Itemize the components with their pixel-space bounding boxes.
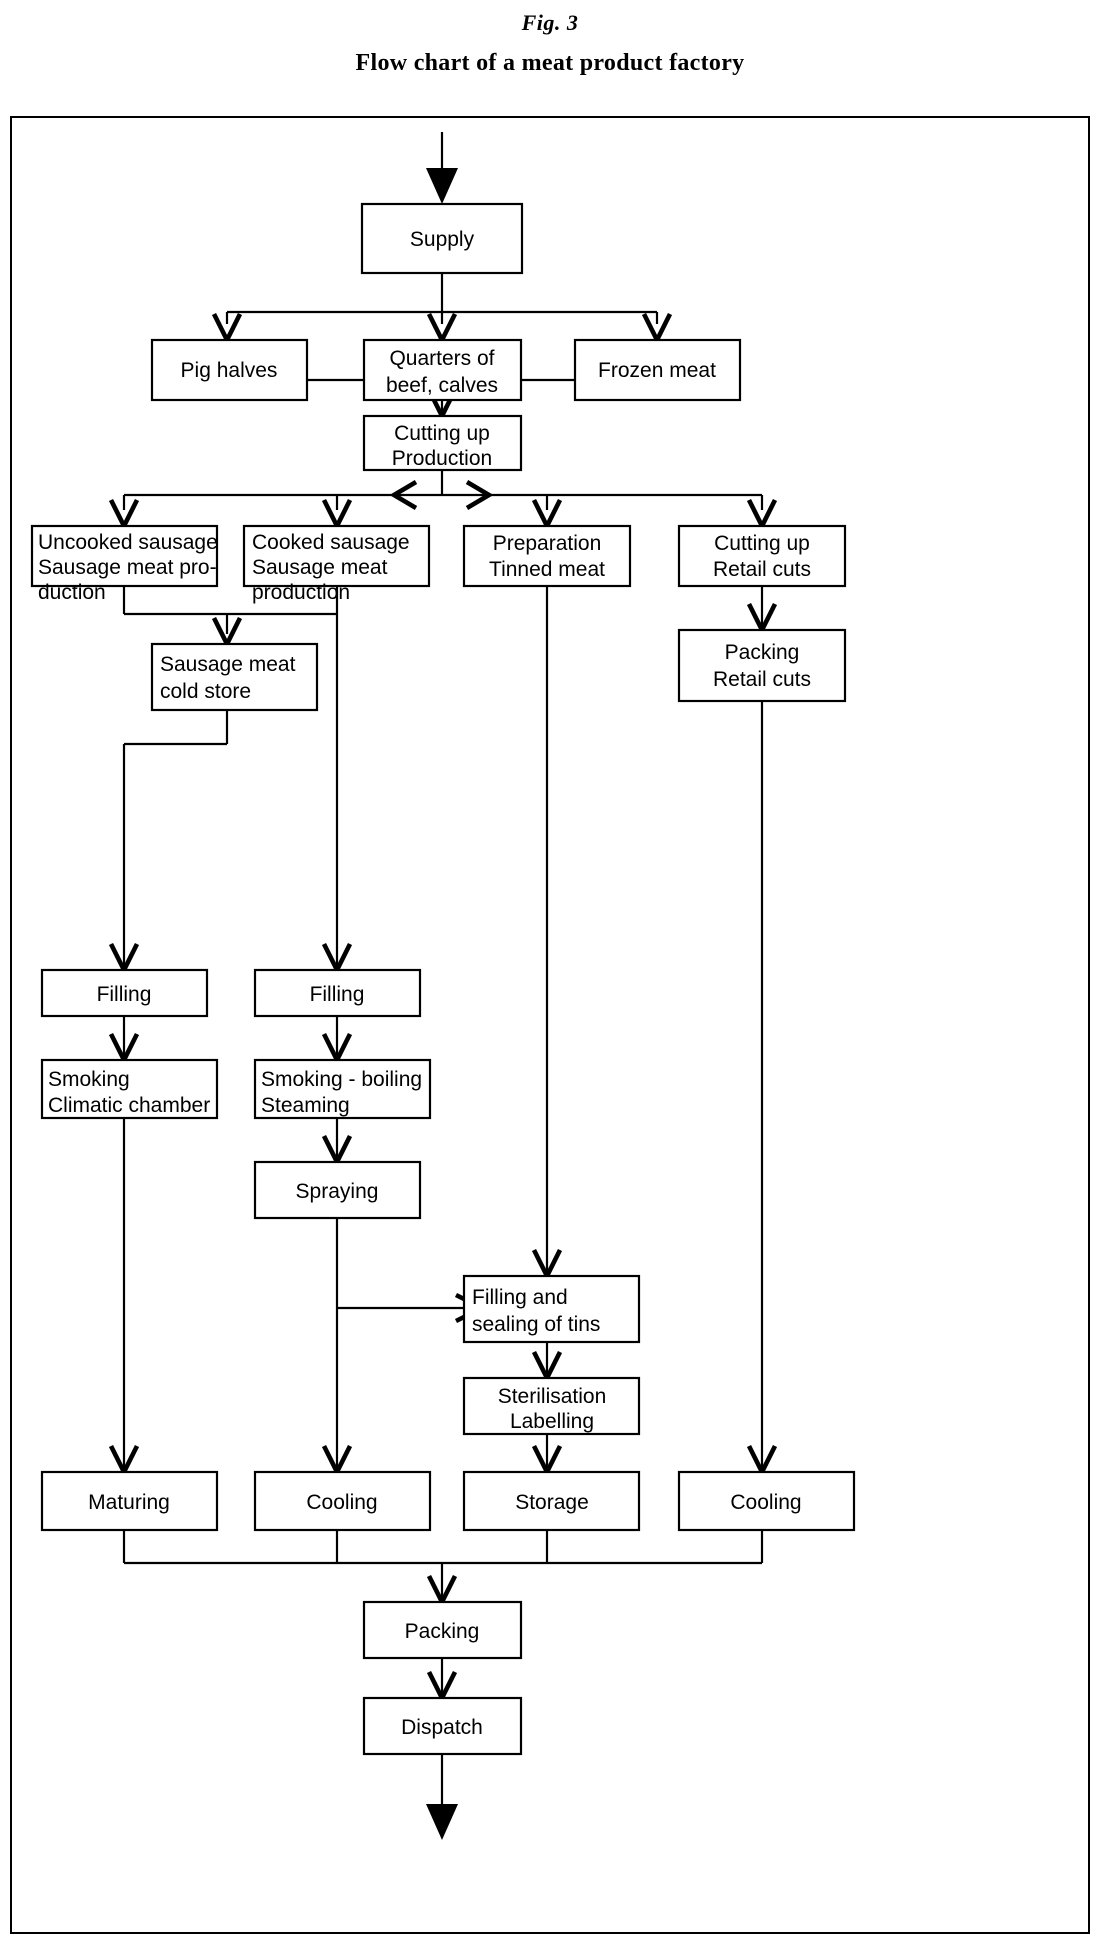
node-pig-halves-line-0: Pig halves xyxy=(181,359,278,382)
node-cooked-sausage-line-1: Sausage meat xyxy=(252,556,388,579)
flowchart-frame: Supply Pig halves Quarters of beef, calv… xyxy=(10,116,1090,1934)
node-smoking-boiling-steaming-line-1: Steaming xyxy=(261,1094,350,1117)
node-cooling-left[interactable]: Cooling xyxy=(253,1470,432,1532)
node-cooked-sausage-line-0: Cooked sausage xyxy=(252,531,410,554)
node-sterilisation-labelling[interactable]: Sterilisation Labelling xyxy=(462,1376,641,1436)
arrowhead-split-right xyxy=(465,480,494,510)
node-packing-retail-cuts[interactable]: Packing Retail cuts xyxy=(677,628,847,703)
node-smoking-climatic-chamber-line-1: Climatic chamber xyxy=(48,1094,210,1117)
node-frozen-meat[interactable]: Frozen meat xyxy=(573,338,742,402)
node-filling-left[interactable]: Filling xyxy=(40,968,209,1018)
node-maturing-line-0: Maturing xyxy=(88,1491,170,1514)
node-cutting-up-retail-cuts-line-0: Cutting up xyxy=(714,532,810,555)
node-uncooked-sausage-line-1: Sausage meat pro- xyxy=(38,556,217,579)
arrowhead-output xyxy=(426,1804,458,1840)
node-maturing[interactable]: Maturing xyxy=(40,1470,219,1532)
arrowhead-split-left xyxy=(389,480,418,510)
arrowhead-input xyxy=(426,168,458,204)
node-cooling-left-line-0: Cooling xyxy=(306,1491,377,1514)
node-smoking-climatic-chamber-line-0: Smoking xyxy=(48,1068,130,1091)
node-cooling-right-line-0: Cooling xyxy=(730,1491,801,1514)
node-cooked-sausage-line-2: production xyxy=(252,581,350,604)
node-spraying-line-0: Spraying xyxy=(296,1180,379,1203)
node-sausage-meat-cold-store-line-1: cold store xyxy=(160,680,251,703)
node-uncooked-sausage[interactable]: Uncooked sausage Sausage meat pro- ducti… xyxy=(30,524,219,604)
node-uncooked-sausage-line-0: Uncooked sausage xyxy=(38,531,218,554)
node-spraying[interactable]: Spraying xyxy=(253,1160,422,1220)
node-dispatch-line-0: Dispatch xyxy=(401,1716,483,1739)
node-packing-line-0: Packing xyxy=(405,1620,480,1643)
node-quarters-beef[interactable]: Quarters of beef, calves xyxy=(362,338,523,402)
node-quarters-beef-line-1: beef, calves xyxy=(386,374,498,397)
node-cutting-up-production-line-0: Cutting up xyxy=(394,422,490,445)
flowchart-svg: Supply Pig halves Quarters of beef, calv… xyxy=(30,132,856,1840)
node-storage[interactable]: Storage xyxy=(462,1470,641,1532)
node-sausage-meat-cold-store[interactable]: Sausage meat cold store xyxy=(150,642,319,712)
node-smoking-climatic-chamber[interactable]: Smoking Climatic chamber xyxy=(40,1058,219,1120)
node-cutting-up-production-line-1: Production xyxy=(392,447,492,470)
node-filling-sealing-tins[interactable]: Filling and sealing of tins xyxy=(462,1274,641,1344)
node-pig-halves[interactable]: Pig halves xyxy=(150,338,309,402)
node-packing-retail-cuts-line-1: Retail cuts xyxy=(713,668,811,691)
node-cooling-right[interactable]: Cooling xyxy=(677,1470,856,1532)
node-packing-retail-cuts-line-0: Packing xyxy=(725,641,800,664)
node-filling-sealing-tins-line-1: sealing of tins xyxy=(472,1313,600,1336)
figure-label: Fig. 3 xyxy=(521,10,579,35)
node-preparation-tinned-meat[interactable]: Preparation Tinned meat xyxy=(462,524,632,588)
node-storage-line-0: Storage xyxy=(515,1491,589,1514)
node-sterilisation-labelling-line-0: Sterilisation xyxy=(498,1385,607,1408)
node-filling-mid-line-0: Filling xyxy=(310,983,365,1006)
node-preparation-tinned-meat-line-1: Tinned meat xyxy=(489,558,605,581)
node-uncooked-sausage-line-2: duction xyxy=(38,581,106,604)
node-supply-line-0: Supply xyxy=(410,228,475,251)
node-smoking-boiling-steaming[interactable]: Smoking - boiling Steaming xyxy=(253,1058,432,1120)
figure-title: Flow chart of a meat product factory xyxy=(355,50,745,76)
node-packing[interactable]: Packing xyxy=(362,1600,523,1660)
node-sausage-meat-cold-store-line-0: Sausage meat xyxy=(160,653,296,676)
node-cooked-sausage[interactable]: Cooked sausage Sausage meat production xyxy=(242,524,431,604)
node-filling-left-line-0: Filling xyxy=(97,983,152,1006)
node-cutting-up-production[interactable]: Cutting up Production xyxy=(362,414,523,472)
node-supply[interactable]: Supply xyxy=(360,202,524,275)
node-preparation-tinned-meat-line-0: Preparation xyxy=(493,532,602,555)
node-filling-sealing-tins-line-0: Filling and xyxy=(472,1286,568,1309)
node-sterilisation-labelling-line-1: Labelling xyxy=(510,1410,594,1433)
node-frozen-meat-line-0: Frozen meat xyxy=(598,359,716,382)
node-quarters-beef-line-0: Quarters of xyxy=(389,347,494,370)
node-cutting-up-retail-cuts[interactable]: Cutting up Retail cuts xyxy=(677,524,847,588)
node-dispatch[interactable]: Dispatch xyxy=(362,1696,523,1756)
node-cutting-up-retail-cuts-line-1: Retail cuts xyxy=(713,558,811,581)
node-filling-mid[interactable]: Filling xyxy=(253,968,422,1018)
node-smoking-boiling-steaming-line-0: Smoking - boiling xyxy=(261,1068,422,1091)
